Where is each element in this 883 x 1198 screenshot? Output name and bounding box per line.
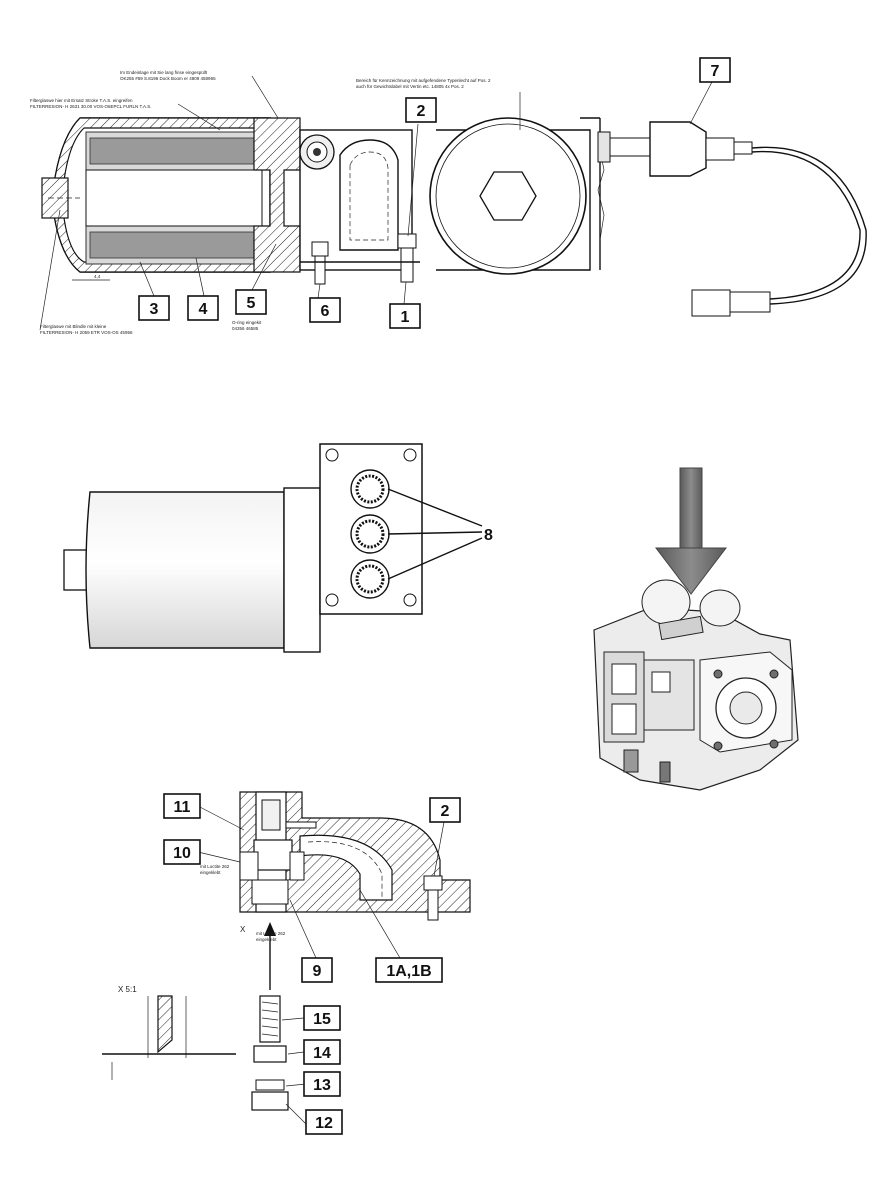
callout-5-label: 5 <box>247 295 256 312</box>
callout-11-label: 11 <box>174 799 191 816</box>
callout-2: 2 <box>405 97 437 123</box>
callout-13-label: 13 <box>313 1077 331 1094</box>
callout-12-label: 12 <box>315 1115 333 1132</box>
callout-9-label: 9 <box>313 963 322 980</box>
note-left-line2: eingeklebt <box>200 870 221 875</box>
callout-2-lower-label: 2 <box>441 803 450 820</box>
callout-12: 12 <box>305 1109 343 1135</box>
callout-1a-1b-label: 1A,1B <box>386 963 431 980</box>
note-a-line1: Im Endeinlage mit Sie lang finse eingesp… <box>120 70 208 75</box>
callout-6: 6 <box>309 297 341 323</box>
callout-4: 4 <box>187 295 219 321</box>
note-oring-line1: O-ring eingekit <box>232 320 262 325</box>
note-bottom-line1: mit Loctite 262 <box>256 931 286 936</box>
valve-cross-section: X mit Loctite 262 eingeklebt mit Loctite… <box>197 791 471 990</box>
filter-cross-section: 4,4 <box>41 117 420 285</box>
callout-10: 10 <box>163 839 201 865</box>
callout-7-label: 7 <box>711 63 720 80</box>
callout-2-label: 2 <box>417 103 426 120</box>
callout-1a-1b: 1A,1B <box>375 957 443 983</box>
exploded-plug-parts <box>251 995 307 1125</box>
filter-side-view <box>63 443 483 653</box>
note-b-line2: FILTERRESION- H 2631 30.00 VOS-O6EPCL FU… <box>30 104 151 109</box>
note-d-line2: FILTERRESION- H 2059 ETR VOS-OS 45956 <box>40 330 133 335</box>
note-c-line1: Bereich für Kennzeichnung mit aufgefende… <box>356 78 491 83</box>
callout-3-label: 3 <box>150 301 159 318</box>
callout-2-lower: 2 <box>429 797 461 823</box>
callout-1: 1 <box>389 303 421 329</box>
callout-15-label: 15 <box>313 1011 331 1028</box>
callout-6-label: 6 <box>321 303 330 320</box>
callout-9: 9 <box>301 957 333 983</box>
note-c-line2: auch für Gewichtslabel mit Vertin etc. 1… <box>356 84 464 89</box>
callout-3: 3 <box>138 295 170 321</box>
view-marker: X <box>240 925 246 934</box>
callout-10-label: 10 <box>173 845 191 862</box>
callout-4-label: 4 <box>199 301 208 318</box>
callout-7: 7 <box>699 57 731 83</box>
callout-14: 14 <box>303 1039 341 1065</box>
top-leaders <box>139 81 713 305</box>
dim-label: 4,4 <box>94 274 101 279</box>
callout-11: 11 <box>163 793 201 819</box>
detail-label: X 5:1 <box>118 985 137 994</box>
note-bottom-line2: eingeklebt <box>256 937 277 942</box>
top-notes: Im Endeinlage mit Sie lang finse eingesp… <box>30 70 521 335</box>
pump-assembly-illustration <box>593 467 799 791</box>
filter-head-end-view <box>429 117 605 275</box>
note-oring-line2: 04356 46585 <box>232 326 259 331</box>
callout-14-label: 14 <box>313 1045 331 1062</box>
callout-1-label: 1 <box>401 309 410 326</box>
note-left-line1: mit Loctite 262 <box>200 864 230 869</box>
note-b-line1: Filterglaswe hier mit Ersatz Stroke T.A.… <box>30 98 133 103</box>
callout-15: 15 <box>303 1005 341 1031</box>
note-d-line1: Filterglaswe mit Blindle mit kleine <box>40 324 107 329</box>
callout-5: 5 <box>235 289 267 315</box>
detail-x-view: X 5:1 <box>102 985 236 1080</box>
callout-8-label: 8 <box>484 527 493 544</box>
callout-13: 13 <box>303 1071 341 1097</box>
pressure-switch-with-cable <box>597 121 867 317</box>
note-a-line2: OK255 #59 S.8196 Dock Boom er 4809 45896… <box>120 76 216 81</box>
